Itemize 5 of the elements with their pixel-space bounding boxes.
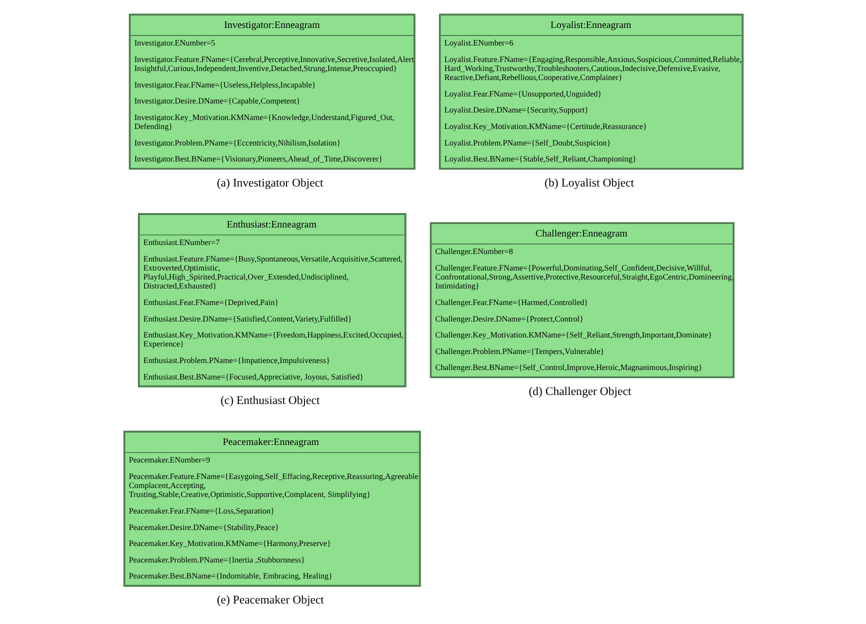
node-label: (b) Loyalist Object: [544, 176, 634, 190]
node-label: (a) Investigator Object: [216, 176, 323, 190]
node-label: (c) Enthusiast Object: [220, 394, 320, 407]
node-label: (e) Peacemaker Object: [216, 593, 324, 606]
node-label: (d) Challenger Object: [528, 384, 631, 398]
